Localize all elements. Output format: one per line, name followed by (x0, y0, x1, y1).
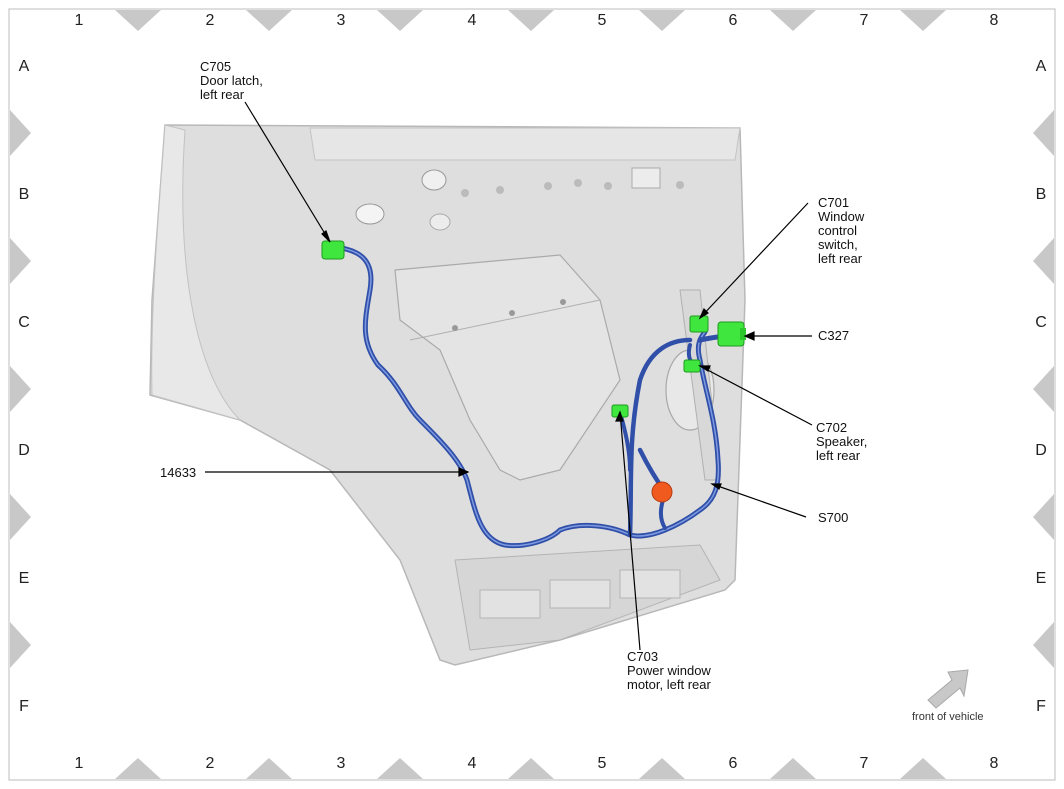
callout-s700: S700 (818, 510, 849, 525)
grid-row-e-right: E (1035, 570, 1047, 587)
callout-c702: C702 Speaker, left rear (816, 420, 868, 463)
grid-row-f-right: F (1036, 698, 1046, 715)
grid-col-1-bottom: 1 (74, 755, 84, 772)
grid-col-1: 1 (74, 12, 84, 29)
callout-c701: C701 Window control switch, left rear (818, 195, 865, 266)
grid-row-f: F (19, 698, 29, 715)
grid-col-6: 6 (728, 12, 738, 29)
grid-row-a-right: A (1035, 58, 1047, 75)
grid-col-7-bottom: 7 (859, 755, 869, 772)
leader-lines (205, 101, 813, 651)
callout-harness-14633: 14633 (160, 465, 197, 480)
grid-row-c: C (18, 314, 30, 331)
callout-c703: C703 Power window motor, left rear (627, 649, 711, 692)
window-motor-connector (651, 481, 673, 503)
grid-row-e: E (18, 570, 30, 587)
grid-col-2: 2 (205, 12, 215, 29)
door-inner-panel (149, 124, 746, 666)
grid-col-8-bottom: 8 (989, 755, 999, 772)
connector-c701 (689, 315, 709, 333)
grid-col-6-bottom: 6 (728, 755, 738, 772)
grid-row-d: D (18, 442, 30, 459)
grid-col-7: 7 (859, 12, 869, 29)
grid-col-3: 3 (336, 12, 346, 29)
grid-col-8: 8 (989, 12, 999, 29)
callout-c327: C327 (818, 328, 850, 343)
grid-col-2-bottom: 2 (205, 755, 215, 772)
grid-row-c-right: C (1035, 314, 1047, 331)
front-of-vehicle-label: front of vehicle (912, 711, 984, 723)
grid-col-4: 4 (467, 12, 477, 29)
connector-c327 (717, 321, 746, 347)
connector-c702 (683, 359, 701, 373)
grid-col-5: 5 (597, 12, 607, 29)
grid-col-4-bottom: 4 (467, 755, 477, 772)
front-of-vehicle-arrow-icon (927, 669, 969, 709)
callout-c705: C705 Door latch, left rear (200, 59, 263, 102)
right-edge-markers (1033, 110, 1054, 668)
connector-c705 (321, 240, 345, 260)
grid-row-a: A (18, 58, 30, 75)
diagram-border (8, 8, 1056, 781)
grid-row-b-right: B (1035, 186, 1047, 203)
grid-row-d-right: D (1035, 442, 1047, 459)
grid-row-b: B (18, 186, 30, 203)
top-edge-markers (115, 10, 946, 31)
left-edge-markers (10, 110, 31, 668)
grid-col-5-bottom: 5 (597, 755, 607, 772)
grid-col-3-bottom: 3 (336, 755, 346, 772)
bottom-edge-markers (115, 758, 946, 779)
